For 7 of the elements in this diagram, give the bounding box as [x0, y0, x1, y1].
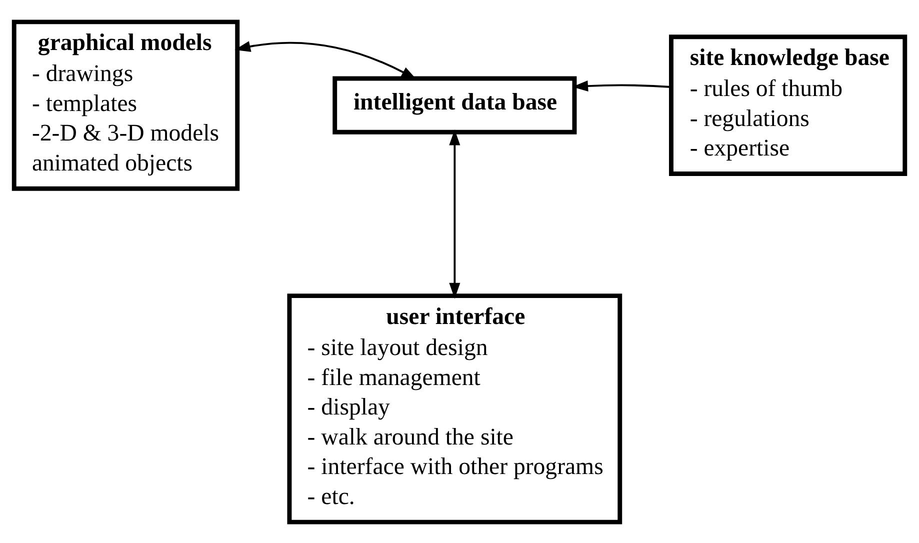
arrow — [234, 40, 417, 80]
node-box: graphical models - drawings - templates -2-D & 3-D models animated objects — [12, 19, 240, 190]
arrow — [449, 129, 460, 298]
node-box: intelligent data base — [332, 76, 577, 134]
node-box: site knowledge base - rules of thumb - regulations - expertise — [668, 34, 908, 176]
node-box: user interface - site layout design - file management - display - walk around the site - interface with other programs - etc. — [287, 293, 622, 524]
arrow — [572, 80, 672, 92]
